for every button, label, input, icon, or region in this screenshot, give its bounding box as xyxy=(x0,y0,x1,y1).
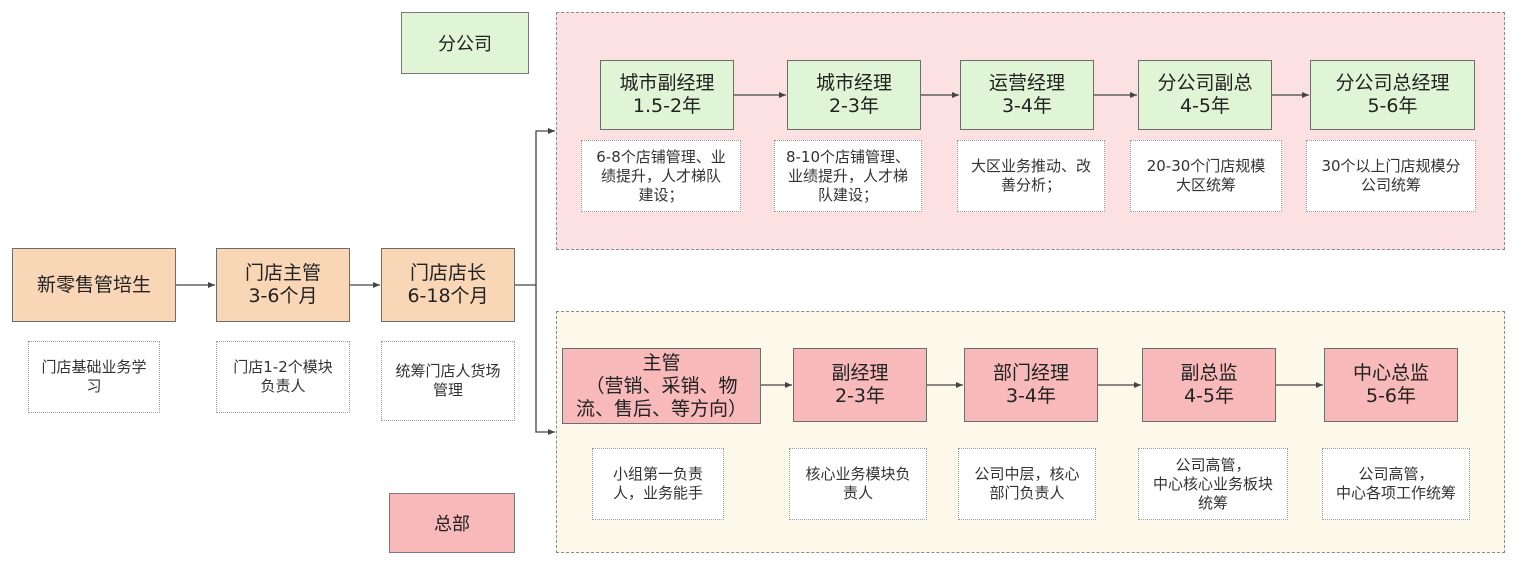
hq-note-5: 公司高管， 中心各项工作统筹 xyxy=(1322,448,1470,520)
hq-step-5: 中心总监 5-6年 xyxy=(1324,348,1458,422)
trainee-note: 门店基础业务学 习 xyxy=(28,341,160,413)
hq-step-1: 主管 （营销、采销、物 流、售后、等方向） xyxy=(562,348,761,424)
branch-step-5: 分公司总经理 5-6年 xyxy=(1310,60,1475,130)
store-manager-node: 门店店长 6-18个月 xyxy=(381,248,515,322)
hq-step-4: 副总监 4-5年 xyxy=(1142,348,1276,422)
branch-step-4: 分公司副总 4-5年 xyxy=(1138,60,1272,130)
branch-region-label: 分公司 xyxy=(401,12,529,74)
branch-note-1: 6-8个店铺管理、业 绩提升，人才梯队 建设； xyxy=(581,140,741,212)
branch-note-2: 8-10个店铺管理、 业绩提升，人才梯 队建设； xyxy=(774,140,922,212)
branch-step-3: 运营经理 3-4年 xyxy=(960,60,1094,130)
store-supervisor-node: 门店主管 3-6个月 xyxy=(216,248,350,322)
arrow-split-to-hq xyxy=(535,285,555,435)
branch-region xyxy=(556,12,1505,250)
trainee-node: 新零售管培生 xyxy=(12,248,176,322)
hq-note-3: 公司中层，核心 部门负责人 xyxy=(958,448,1096,520)
arrow-split-to-branch xyxy=(535,128,555,285)
branch-step-1: 城市副经理 1.5-2年 xyxy=(600,60,734,130)
store-supervisor-note: 门店1-2个模块 负责人 xyxy=(216,341,350,413)
branch-note-5: 30个以上门店规模分 公司统筹 xyxy=(1306,140,1476,212)
hq-note-1: 小组第一负责 人，业务能手 xyxy=(592,448,724,520)
branch-step-2: 城市经理 2-3年 xyxy=(787,60,921,130)
hq-step-3: 部门经理 3-4年 xyxy=(964,348,1098,422)
hq-step-2: 副经理 2-3年 xyxy=(793,348,927,422)
store-manager-note: 统筹门店人货场 管理 xyxy=(381,341,515,421)
branch-note-3: 大区业务推动、改 善分析； xyxy=(957,140,1105,212)
branch-note-4: 20-30个门店规模 大区统筹 xyxy=(1130,140,1282,212)
hq-note-2: 核心业务模块负 责人 xyxy=(789,448,927,520)
hq-region-label: 总部 xyxy=(389,493,515,553)
hq-note-4: 公司高管， 中心核心业务板块 统筹 xyxy=(1138,448,1288,520)
